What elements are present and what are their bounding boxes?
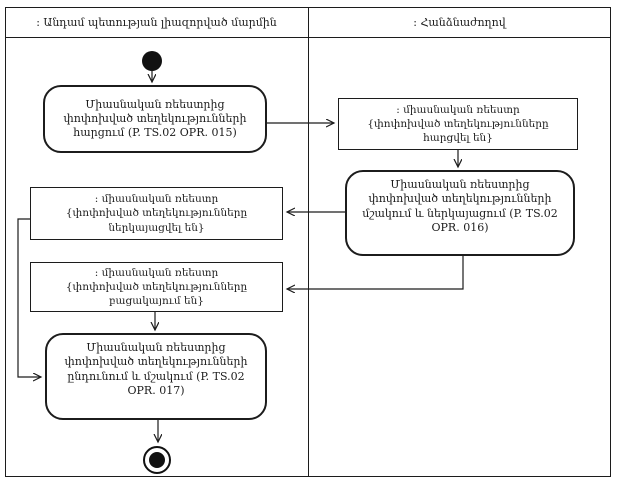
- initial-node: [142, 51, 162, 71]
- activity-label: Միասնական ռեեստրից փոփոխված տեղեկություն…: [64, 341, 248, 397]
- object-title: : միասնական ռեեստր: [396, 103, 520, 116]
- final-node-dot: [149, 452, 165, 468]
- swimlane-label: : Անդամ պետության լիազորված մարմին: [36, 15, 277, 29]
- activity-process-and-present: Միասնական ռեեստրից փոփոխված տեղեկություն…: [345, 170, 575, 256]
- activity-label: Միասնական ռեեստրից փոփոխված տեղեկություն…: [63, 97, 247, 140]
- swimlane-header-commission: : Հանձնաժողով: [308, 7, 611, 38]
- swimlane-label: : Հանձնաժողով: [413, 15, 506, 29]
- swimlane-divider: [308, 7, 309, 477]
- object-state: {փոփոխված տեղեկությունները ներկայացվել ե…: [65, 207, 248, 234]
- swimlane-header-authorized-body: : Անդամ պետության լիազորված մարմին: [5, 7, 308, 38]
- object-node-registry-presented: : միասնական ռեեստր {փոփոխված տեղեկությու…: [30, 187, 283, 240]
- object-state: {փոփոխված տեղեկությունները հարցվել են}: [367, 117, 549, 145]
- activity-request-changed-info: Միասնական ռեեստրից փոփոխված տեղեկություն…: [43, 85, 267, 153]
- activity-label: Միասնական ռեեստրից փոփոխված տեղեկություն…: [362, 178, 558, 234]
- object-node-registry-requested: : միասնական ռեեստր {փոփոխված տեղեկությու…: [338, 98, 578, 150]
- activity-receive-and-process: Միասնական ռեեստրից փոփոխված տեղեկություն…: [45, 333, 267, 420]
- object-title: : միասնական ռեեստր: [94, 193, 219, 206]
- object-title: : միասնական ռեեստր: [94, 266, 219, 279]
- object-state: {փոփոխված տեղեկությունները բացակայում են…: [65, 280, 248, 308]
- object-node-registry-absent: : միասնական ռեեստր {փոփոխված տեղեկությու…: [30, 262, 283, 312]
- final-node: [143, 446, 171, 474]
